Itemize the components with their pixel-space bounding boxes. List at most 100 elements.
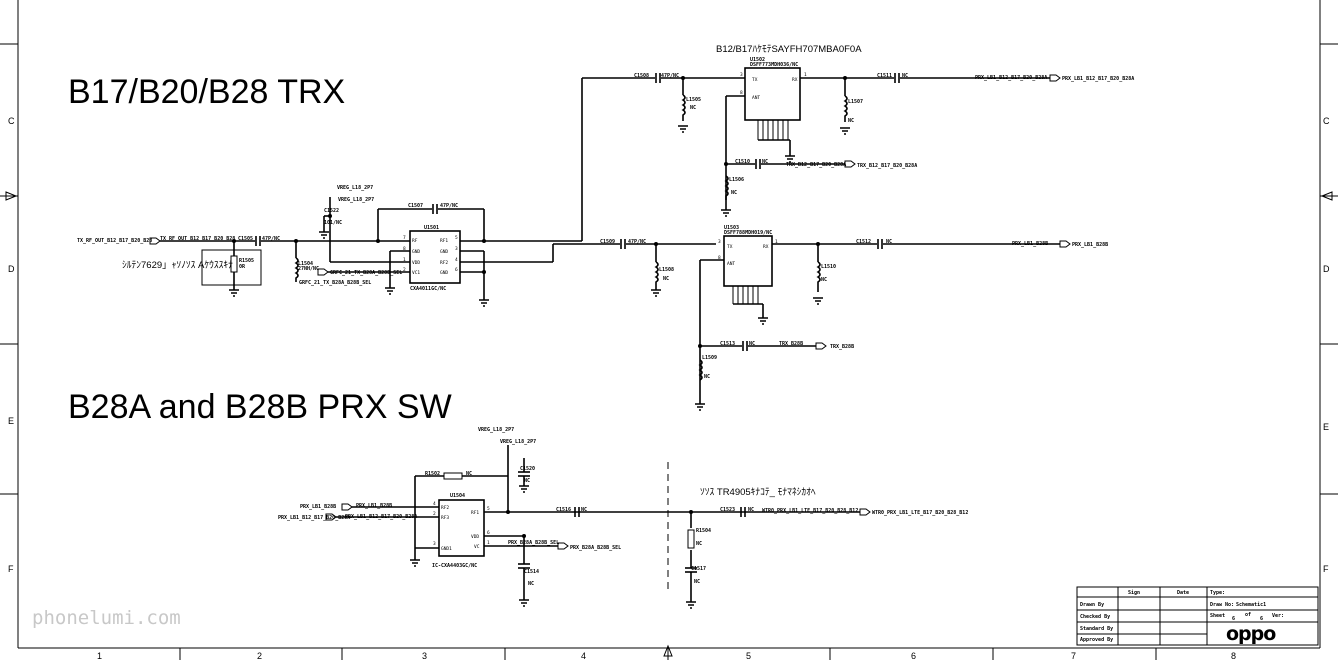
u1501-pin-vc1: VC1 (412, 270, 420, 276)
u1504-pin-num-1: 1 (487, 540, 490, 546)
prx-switch-parts (325, 471, 871, 609)
u1504-pin-num-4: 4 (433, 501, 436, 507)
u1504-pin-rf3: RF3 (441, 515, 449, 521)
tb-draw-no-label: Draw No: (1210, 602, 1234, 608)
c1512-ref: C1512 (856, 239, 871, 245)
column-label-2: 2 (257, 651, 262, 660)
l1506-value: NC (731, 190, 737, 196)
l1505-value: NC (690, 105, 696, 111)
c1505-value: 47P/NC (262, 236, 280, 242)
c1510-ref: C1510 (735, 159, 750, 165)
net-tx-in-2: TX_RF_OUT_B12_B17_B20_B28 (160, 236, 235, 242)
l1507-ref: L1507 (848, 99, 863, 105)
u1501-pin-rf: RF (412, 238, 418, 244)
u1502-pin-rx: RX (792, 77, 798, 83)
c1508-ref: C1508 (634, 73, 649, 79)
u1503-part: DSFF788MDH019/NC (724, 230, 772, 236)
tb-standard-by: Standard By (1080, 626, 1113, 632)
u1501-pin-gnd-r: GND (440, 249, 448, 255)
c1507-value: 47P/NC (440, 203, 458, 209)
u1503-pin-ant: ANT (727, 261, 735, 267)
c1514-value: NC (528, 581, 534, 587)
r1505-ref: R1505 (239, 258, 254, 264)
c1513-value: NC (749, 341, 755, 347)
c1522-ref: C1522 (324, 208, 339, 214)
u1503-ref: U1503 (724, 225, 739, 231)
net-sw-sel-port: PRX_B28A_B28B_SEL (570, 545, 621, 551)
r1505-resistor (230, 255, 238, 273)
c1514-ref: C1514 (524, 569, 539, 575)
oppo-logo-icon: oppo (1226, 623, 1276, 645)
tb-date-header: Date (1177, 590, 1189, 596)
c1509-ref: C1509 (600, 239, 615, 245)
u1504-pin-vdd: VDD (471, 534, 479, 540)
u1502-pin-num-1: 1 (804, 72, 807, 78)
c1517-value: NC (748, 507, 754, 513)
net-sw-in1-b: PRX_LB1_B28B (356, 503, 392, 509)
u1501-pin-num-1: 1 (403, 257, 406, 263)
u1503-ground-pins (732, 286, 764, 318)
net-trx-b12: TRX_B12_B17_B20_B28A (786, 162, 846, 168)
l1504-ref: L1504 (298, 261, 313, 267)
u1502-ref: U1502 (750, 57, 765, 63)
c1520-ref: C1520 (520, 466, 535, 472)
u1501-pin-rf2: RF2 (440, 260, 448, 266)
c1512-value: NC (886, 239, 892, 245)
u1503-pin-num-1: 1 (775, 239, 778, 245)
column-label-4: 4 (581, 651, 586, 660)
u1501-chip[interactable] (409, 230, 461, 284)
net-prx-b12-port: PRX_LB1_B12_B17_B20_B28A (1062, 76, 1134, 82)
prx-switch-wires (336, 445, 860, 590)
lna-area-box (201, 249, 262, 286)
c1507-ref: C1507 (408, 203, 423, 209)
tb-drawn-by: Drawn By (1080, 602, 1104, 608)
note-lower-switch: ｿｿｽ TR4905ｷﾅｺﾃ_ ﾓﾅﾏﾈｼｶｵﾍ (700, 487, 816, 498)
r1502-ref: R1502 (425, 471, 440, 477)
net-vreg-bot: VREG_L18_2P7 (478, 427, 514, 433)
net-trx-b28b-port: TRX_B28B (830, 344, 854, 350)
u1504-switch[interactable] (438, 499, 485, 557)
tb-approved-by: Approved By (1080, 637, 1113, 643)
c1522-value: 101/NC (324, 220, 342, 226)
tb-ver-label: Ver: (1272, 613, 1284, 619)
u1501-pin-num-4: 4 (455, 257, 458, 263)
c1515-ref: C1517 (691, 566, 706, 572)
u1501-pin-gnd2: GND (440, 270, 448, 276)
net-trx-b28b: TRX_B28B (779, 341, 803, 347)
net-wtr-out: WTR0_PRX_LB1_LTE_B17_B20_B28_B12 (762, 508, 858, 514)
u1504-pin-rf1: RF1 (471, 510, 479, 516)
c1505-ref: C1505 (238, 236, 253, 242)
tb-sign-header: Sign (1128, 590, 1140, 596)
u1504-part: IC-CXA4403GC/NC (432, 563, 477, 569)
l1507-value: NC (848, 118, 854, 124)
c1508-value: 47P/NC (661, 73, 679, 79)
c1516-value: NC (581, 507, 587, 513)
u1502-filter[interactable] (744, 67, 801, 121)
c1511-ref: C1511 (877, 73, 892, 79)
row-label-d-right: D (1323, 264, 1330, 274)
u1503-pin-rx: RX (763, 244, 769, 250)
l1506-ref: L1506 (729, 177, 744, 183)
row-label-d: D (8, 264, 15, 274)
column-label-5: 5 (746, 651, 751, 660)
c1516-ref: C1516 (556, 507, 571, 513)
l1509-value: NC (704, 374, 710, 380)
u1501-pin-num-2: 2 (403, 267, 406, 273)
u1503-filter[interactable] (723, 235, 773, 287)
u1504-pin-vc: VC (474, 544, 480, 550)
watermark-text: phonelumi.com (32, 607, 181, 629)
l1508-value: NC (663, 276, 669, 282)
column-label-8: 8 (1231, 651, 1236, 660)
net-tx-in: TX_RF_OUT_B12_B17_B20_B28 (77, 238, 152, 244)
u1503-pin-num-8: 8 (718, 255, 721, 261)
u1502-pin-num-3: 3 (740, 72, 743, 78)
u1502-ground-pins (757, 120, 791, 156)
u1504-pin-num-3: 3 (433, 541, 436, 547)
row-label-f: F (8, 564, 14, 574)
l1505-ref: L1505 (686, 97, 701, 103)
net-sel-in: GRFC_21_TX_B28A_B28B_SEL (330, 270, 402, 276)
u1501-ref: U1501 (424, 225, 439, 231)
l1504-value: 27NH/NC (298, 266, 319, 272)
net-wtr-port: WTR0_PRX_LB1_LTE_B17_B20_B28_B12 (872, 510, 968, 516)
